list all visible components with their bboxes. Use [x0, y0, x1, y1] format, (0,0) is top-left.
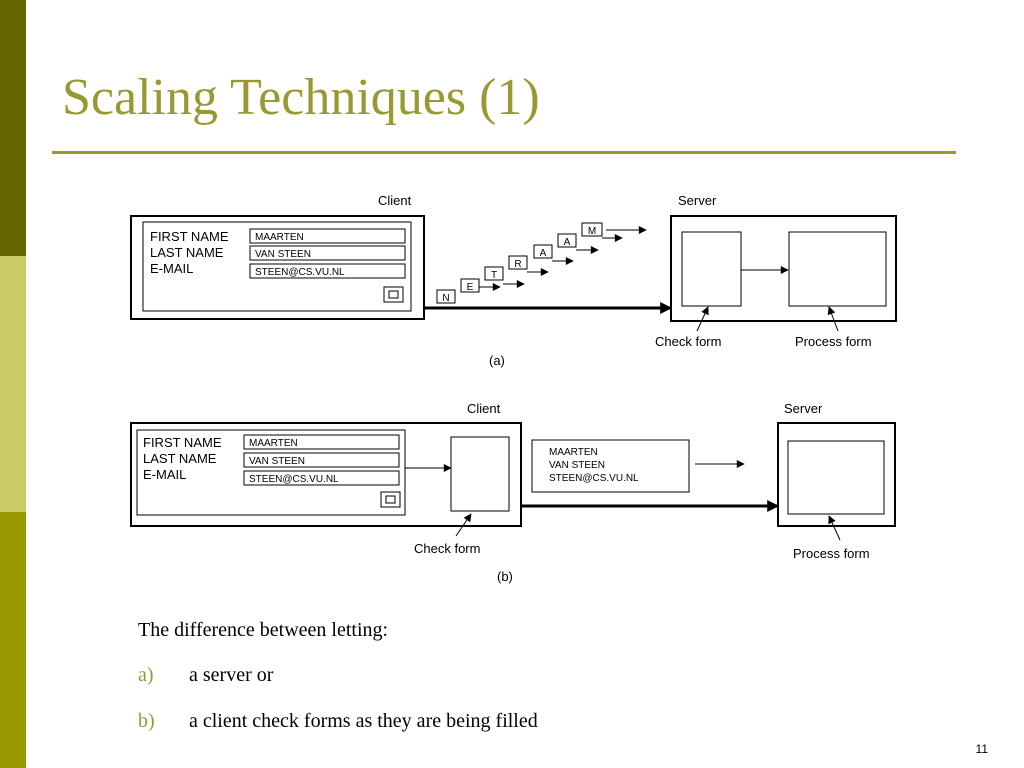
form-window-a — [142, 221, 412, 312]
check-form-pointer-a — [696, 306, 709, 332]
message-line-1: MAARTEN — [549, 447, 598, 458]
process-form-page-b — [787, 440, 885, 515]
client-box-a — [130, 215, 425, 320]
value-box-email-a — [249, 263, 406, 279]
title-underline — [52, 151, 956, 154]
letter-packet: R — [508, 255, 549, 276]
value-email-b: STEEN@CS.VU.NL — [249, 474, 339, 485]
process-form-page-a — [788, 231, 887, 307]
letter-r: R — [514, 259, 521, 270]
diagram-b: Client Server FIRST NAME LAST NAME E-MAI… — [130, 401, 896, 584]
letter-packet: A — [557, 233, 599, 254]
value-first-b: MAARTEN — [249, 438, 298, 449]
value-last-b: VAN STEEN — [249, 456, 305, 467]
process-form-pointer-a — [827, 306, 839, 332]
field-first-name-b: FIRST NAME — [143, 435, 222, 450]
process-form-label-b: Process form — [793, 546, 870, 561]
check-form-pointer-b — [455, 513, 472, 537]
scaling-diagram: Client Server FIRST NAME LAST NAME E-MAI… — [130, 193, 897, 584]
field-email-a: E-MAIL — [150, 261, 193, 276]
letter-a2: A — [564, 237, 571, 248]
process-form-pointer-b — [828, 515, 841, 541]
process-form-label-a: Process form — [795, 334, 872, 349]
field-last-name-a: LAST NAME — [150, 245, 224, 260]
caption-b: (b) — [497, 569, 513, 584]
slide-title: Scaling Techniques (1) — [62, 69, 540, 126]
check-form-label-a: Check form — [655, 334, 721, 349]
form-button-a — [383, 286, 404, 303]
server-label-a: Server — [678, 193, 717, 208]
letter-packet: E — [460, 278, 501, 293]
client-box-b — [130, 422, 522, 527]
value-email-a: STEEN@CS.VU.NL — [255, 267, 345, 278]
letter-n: N — [442, 293, 449, 304]
client-label-b: Client — [467, 401, 501, 416]
check-form-page-b — [450, 436, 510, 512]
list-item-b: a client check forms as they are being f… — [189, 710, 538, 732]
diagram-a: Client Server FIRST NAME LAST NAME E-MAI… — [130, 193, 897, 368]
server-box-a — [670, 215, 897, 322]
value-box-last-a — [249, 245, 406, 261]
letter-packet: T — [484, 266, 525, 288]
message-line-2: VAN STEEN — [549, 460, 605, 471]
letter-e: E — [467, 282, 474, 293]
value-last-a: VAN STEEN — [255, 249, 311, 260]
field-last-name-b: LAST NAME — [143, 451, 217, 466]
field-first-name-a: FIRST NAME — [150, 229, 229, 244]
letter-packet: M — [581, 222, 623, 242]
check-form-page-a — [681, 231, 742, 307]
letter-packet: N — [436, 289, 456, 304]
caption-a: (a) — [489, 353, 505, 368]
value-first-a: MAARTEN — [255, 232, 304, 243]
form-button-inner-a — [388, 290, 399, 299]
sidebar-band-dark — [0, 0, 26, 256]
server-label-b: Server — [784, 401, 823, 416]
value-box-first-a — [249, 228, 406, 244]
message-box-b — [531, 439, 690, 493]
list-marker-b: b) — [138, 710, 155, 732]
list-marker-a: a) — [138, 664, 154, 686]
page-number: 11 — [975, 742, 988, 756]
letter-packet: A — [533, 244, 574, 265]
sidebar-band-mid — [0, 512, 26, 768]
letter-m: M — [588, 226, 596, 237]
value-box-first-b — [243, 434, 400, 450]
value-box-last-b — [243, 452, 400, 468]
message-line-3: STEEN@CS.VU.NL — [549, 473, 639, 484]
value-box-email-b — [243, 470, 400, 486]
sidebar-band-light — [0, 256, 26, 512]
server-box-b — [777, 422, 896, 527]
letter-t: T — [491, 270, 497, 281]
sidebar-decoration — [0, 0, 26, 768]
form-button-inner-b — [385, 495, 396, 504]
field-email-b: E-MAIL — [143, 467, 186, 482]
form-button-b — [380, 491, 401, 508]
form-window-b — [136, 429, 406, 516]
intro-text: The difference between letting: — [138, 619, 389, 641]
list-item-a: a server or — [189, 664, 274, 686]
letter-a1: A — [540, 248, 547, 259]
client-label-a: Client — [378, 193, 412, 208]
check-form-label-b: Check form — [414, 541, 480, 556]
